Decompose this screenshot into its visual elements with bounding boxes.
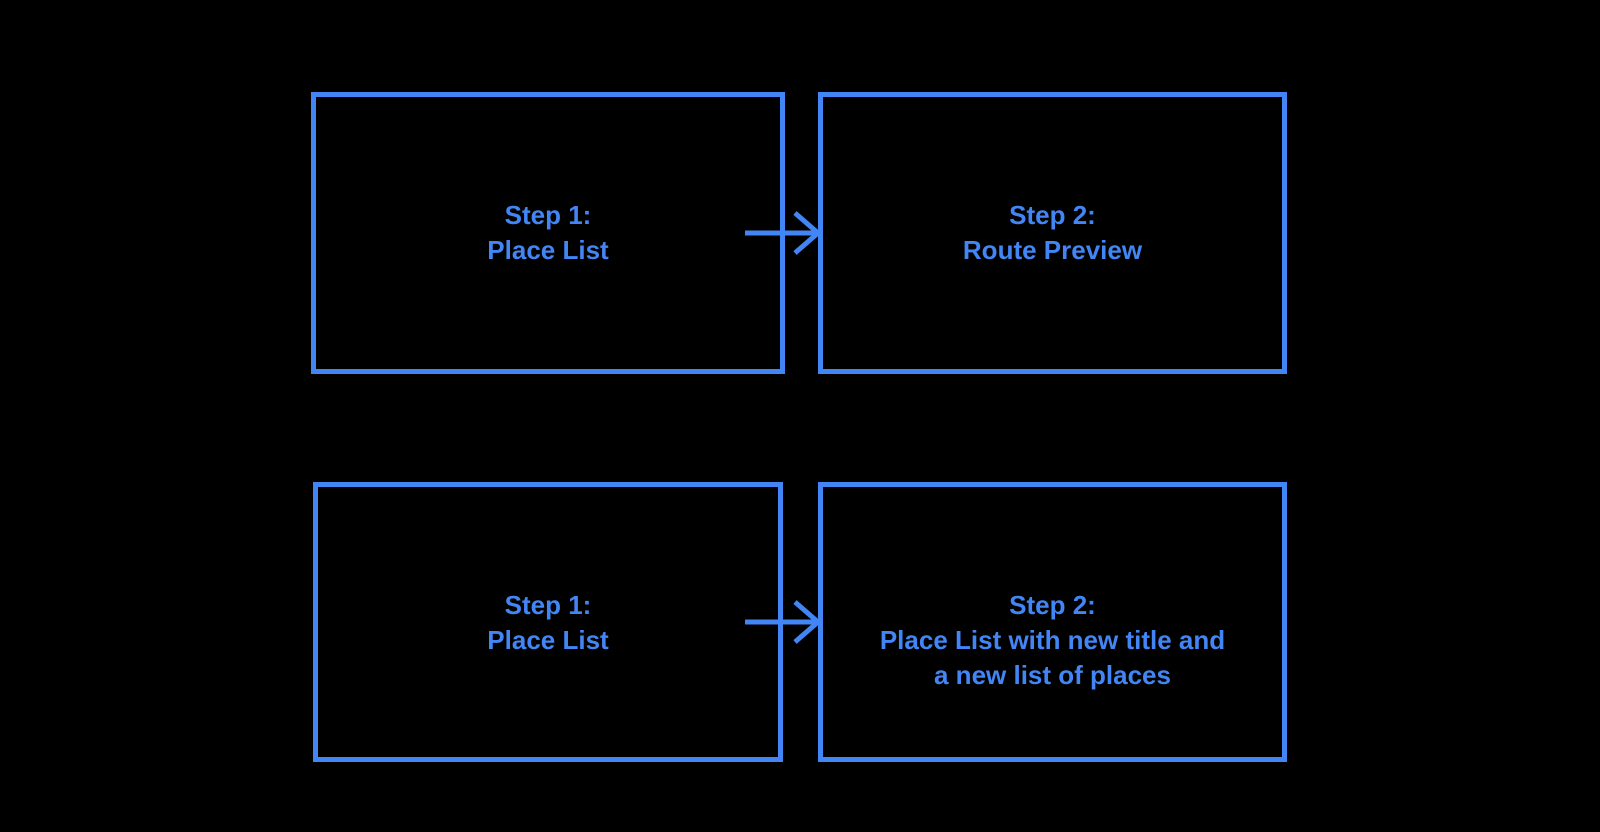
flow-box-label: Step 2: Route Preview [963,198,1142,268]
flow-box-label-line: Step 2: [1009,200,1096,230]
flow-box-step2-place-list-new-title: Step 2: Place List with new title and a … [818,482,1287,762]
flow-box-step1-place-list-2: Step 1: Place List [313,482,783,762]
flow-box-label: Step 1: Place List [487,588,608,658]
flow-box-label-line: Route Preview [962,235,1143,265]
flow-box-label: Step 2: Place List with new title and a … [880,588,1225,693]
flow-box-label-line: Step 2: [1009,590,1096,620]
flow-box-label: Step 1: Place List [487,198,608,268]
flow-box-label-line: Place List [487,625,609,655]
flow-box-label-line: a new list of places [934,660,1171,690]
flow-box-label-line: Step 1: [504,200,592,230]
flow-box-label-line: Place List [487,235,609,265]
right-arrow-icon [745,600,822,644]
flow-box-step2-route-preview: Step 2: Route Preview [818,92,1287,374]
flow-box-label-line: Step 1: [504,590,592,620]
right-arrow-icon [745,211,822,255]
flow-box-step1-place-list: Step 1: Place List [311,92,785,374]
flow-box-label-line: Place List with new title and [879,625,1226,655]
